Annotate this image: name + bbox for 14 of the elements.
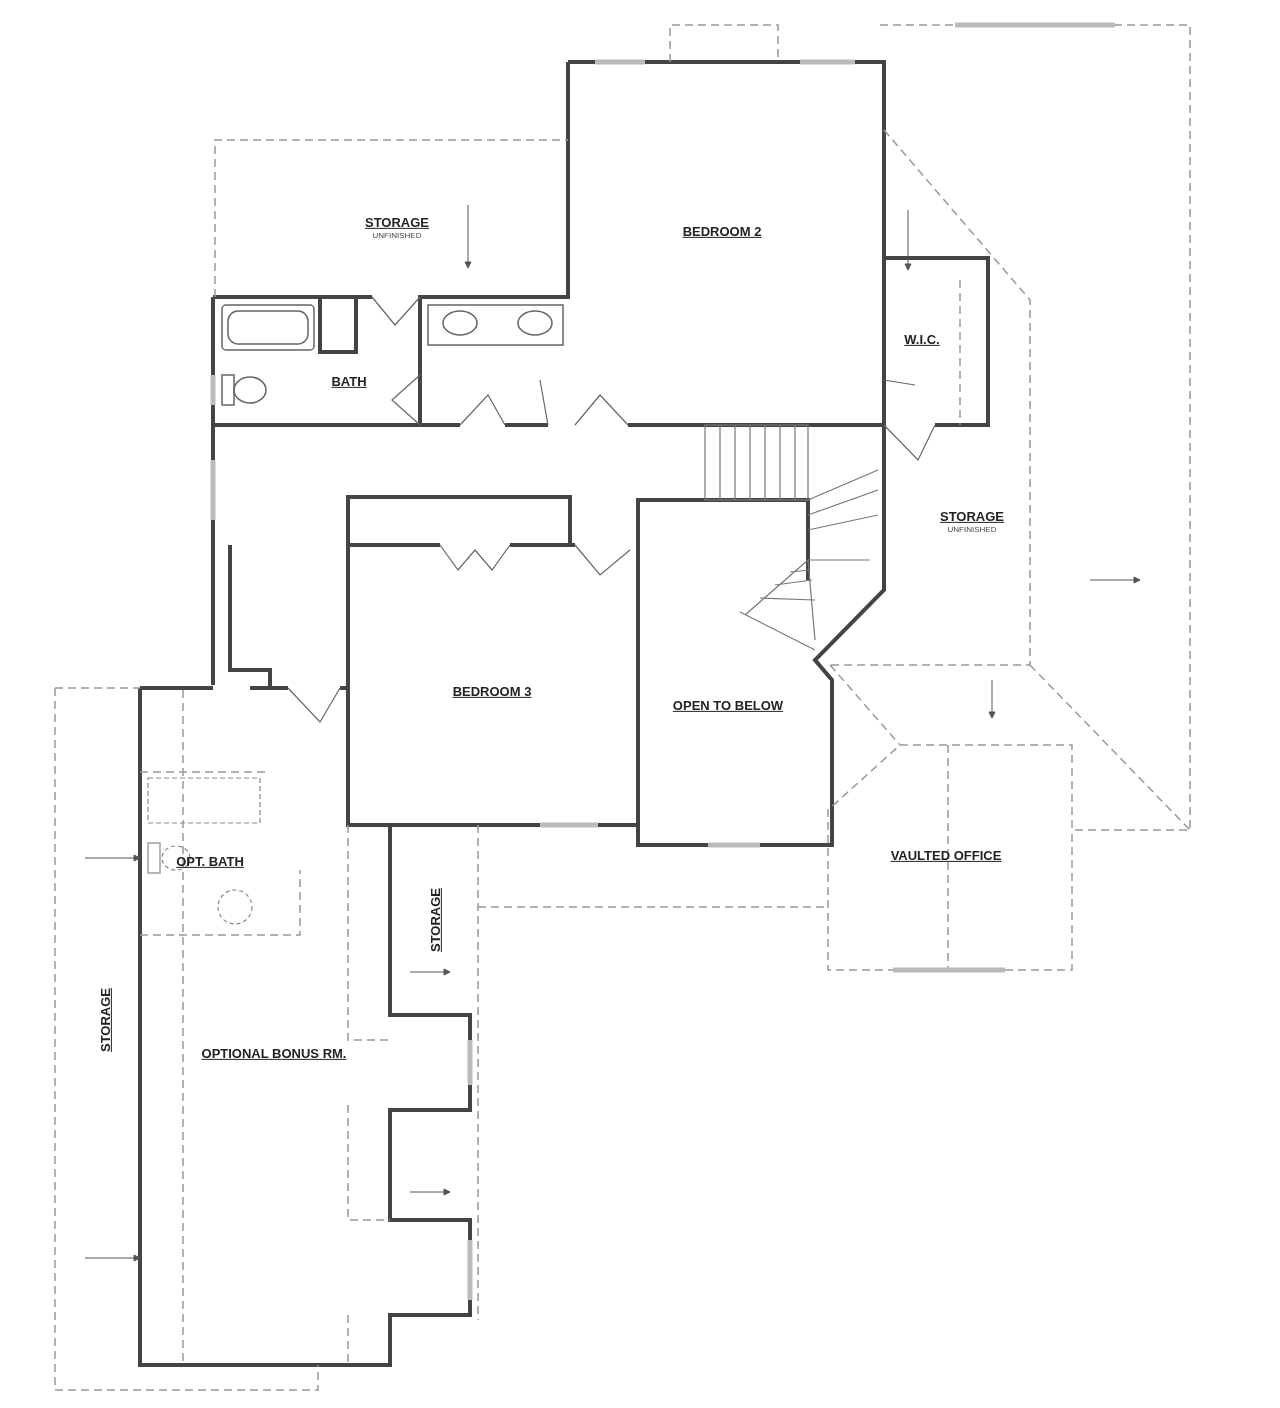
room-name: STORAGE xyxy=(364,214,430,232)
room-note: UNFINISHED xyxy=(947,525,997,536)
room-name: VAULTED OFFICE xyxy=(890,847,1002,865)
room-name: OPT. BATH xyxy=(176,853,244,871)
room-name: OPEN TO BELOW xyxy=(672,697,784,715)
room-name: OPTIONAL BONUS RM. xyxy=(201,1045,347,1063)
room-name: BATH xyxy=(331,373,367,391)
room-name: BEDROOM 2 xyxy=(682,223,762,241)
room-name: STORAGE xyxy=(427,887,444,953)
room-name: STORAGE xyxy=(939,508,1005,526)
room-note: UNFINISHED xyxy=(372,231,422,242)
room-name: BEDROOM 3 xyxy=(452,683,532,701)
room-name: W.I.C. xyxy=(904,331,940,349)
room-name: STORAGE xyxy=(97,987,114,1053)
